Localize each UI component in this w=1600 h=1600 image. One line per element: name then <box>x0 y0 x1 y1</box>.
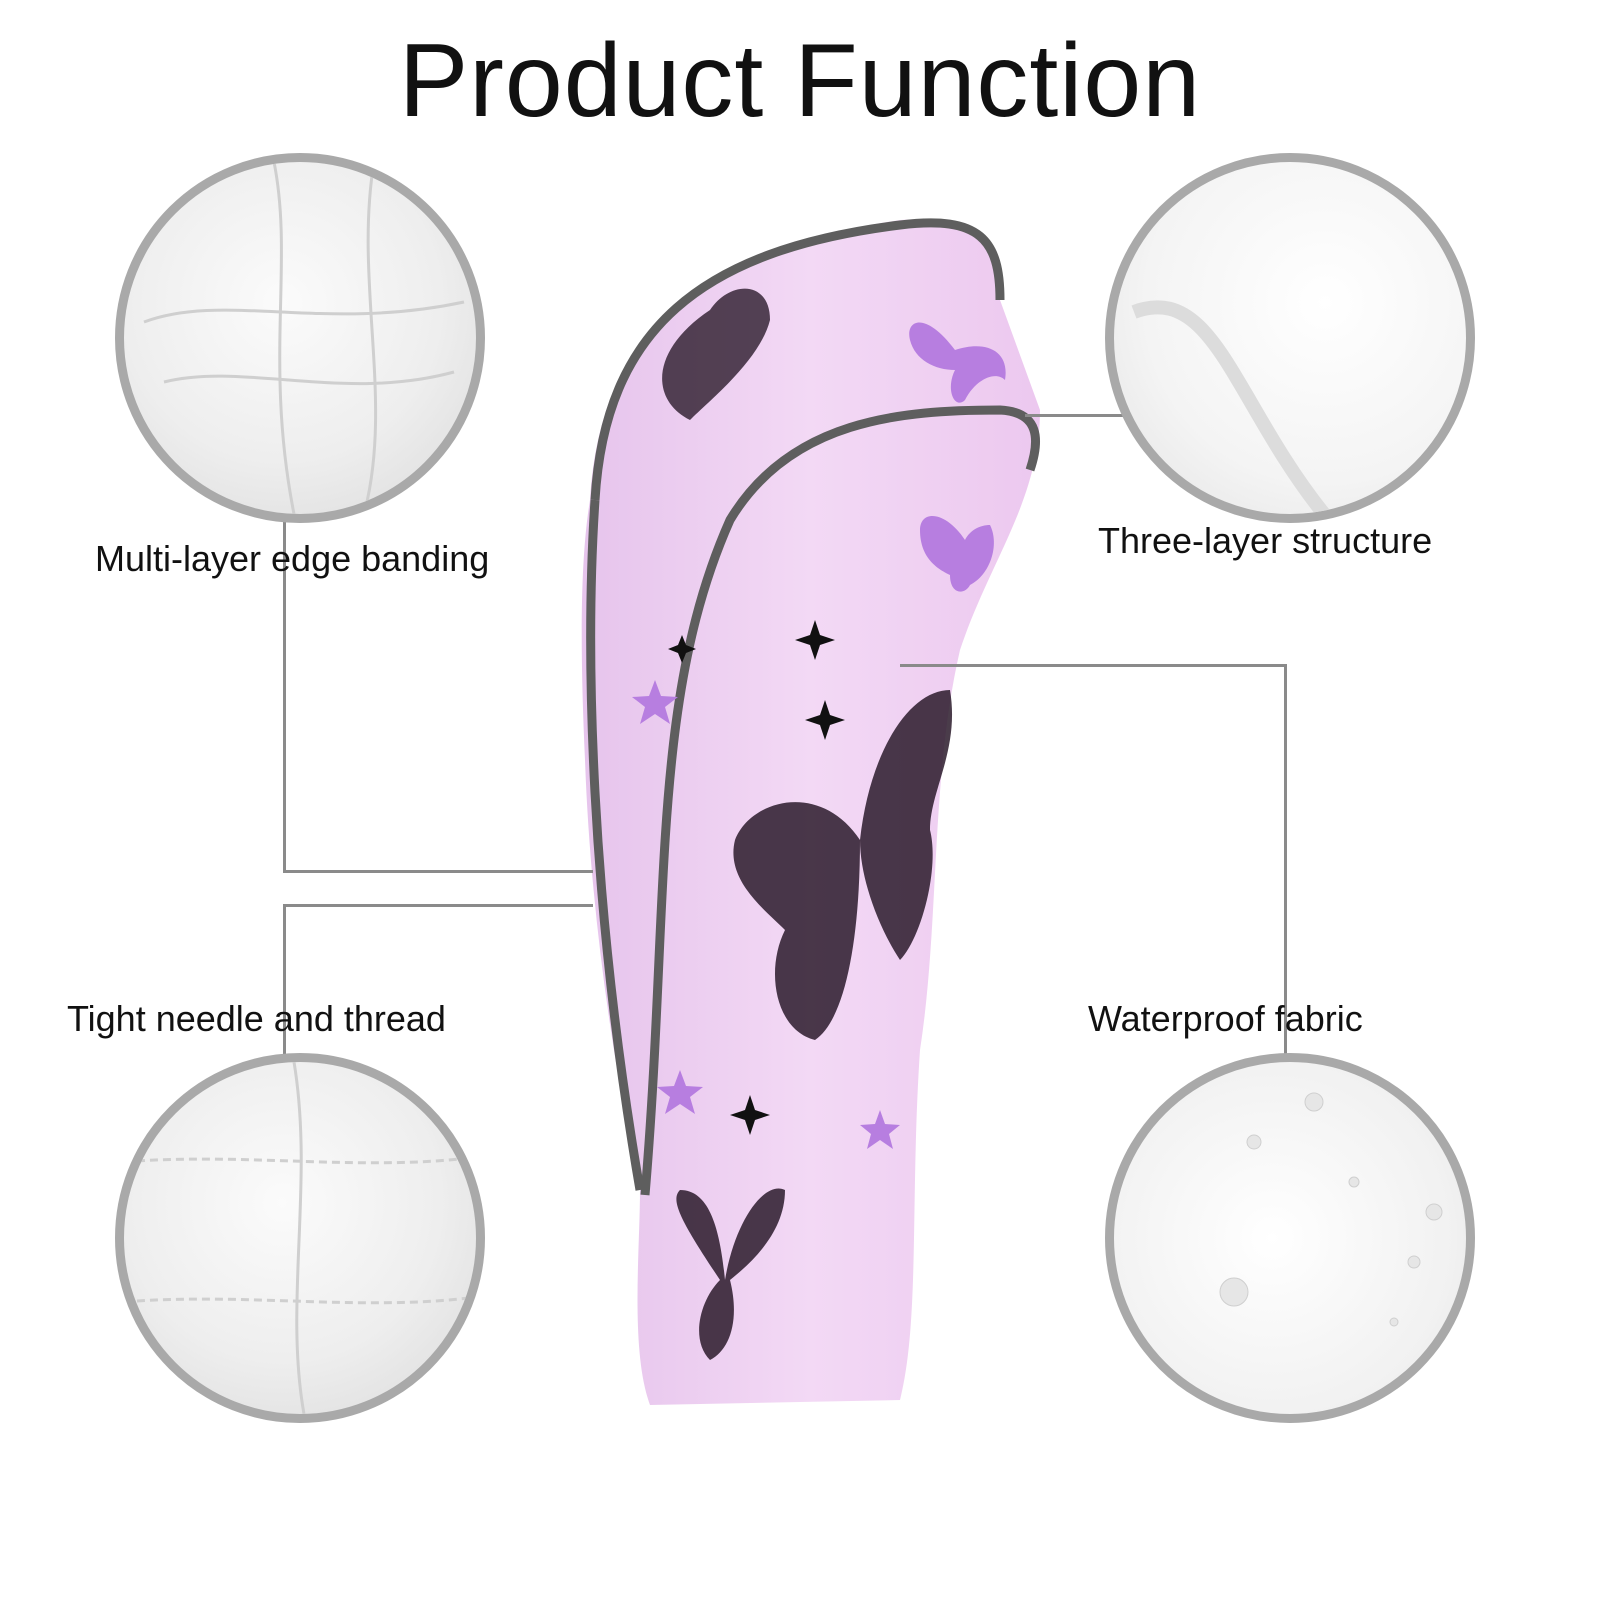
connector-line <box>283 870 593 873</box>
feature-label-stitching: Tight needle and thread <box>67 998 446 1039</box>
three-layer-closeup-image <box>1105 153 1475 523</box>
waterproof-closeup-image <box>1105 1053 1475 1423</box>
connector-line <box>1284 664 1287 1054</box>
edge-banding-closeup-image <box>115 153 485 523</box>
page-title: Product Function <box>398 23 1202 139</box>
feature-label-edge-banding: Multi-layer edge banding <box>95 538 490 579</box>
connector-line <box>900 664 1287 667</box>
connector-line <box>283 904 286 1054</box>
connector-line <box>1025 414 1123 417</box>
connector-line <box>283 515 286 872</box>
connector-line <box>283 904 593 907</box>
feature-label-waterproof: Waterproof fabric <box>1088 998 1363 1039</box>
feature-label-three-layer: Three-layer structure <box>1098 520 1433 561</box>
stitching-closeup-image <box>115 1053 485 1423</box>
